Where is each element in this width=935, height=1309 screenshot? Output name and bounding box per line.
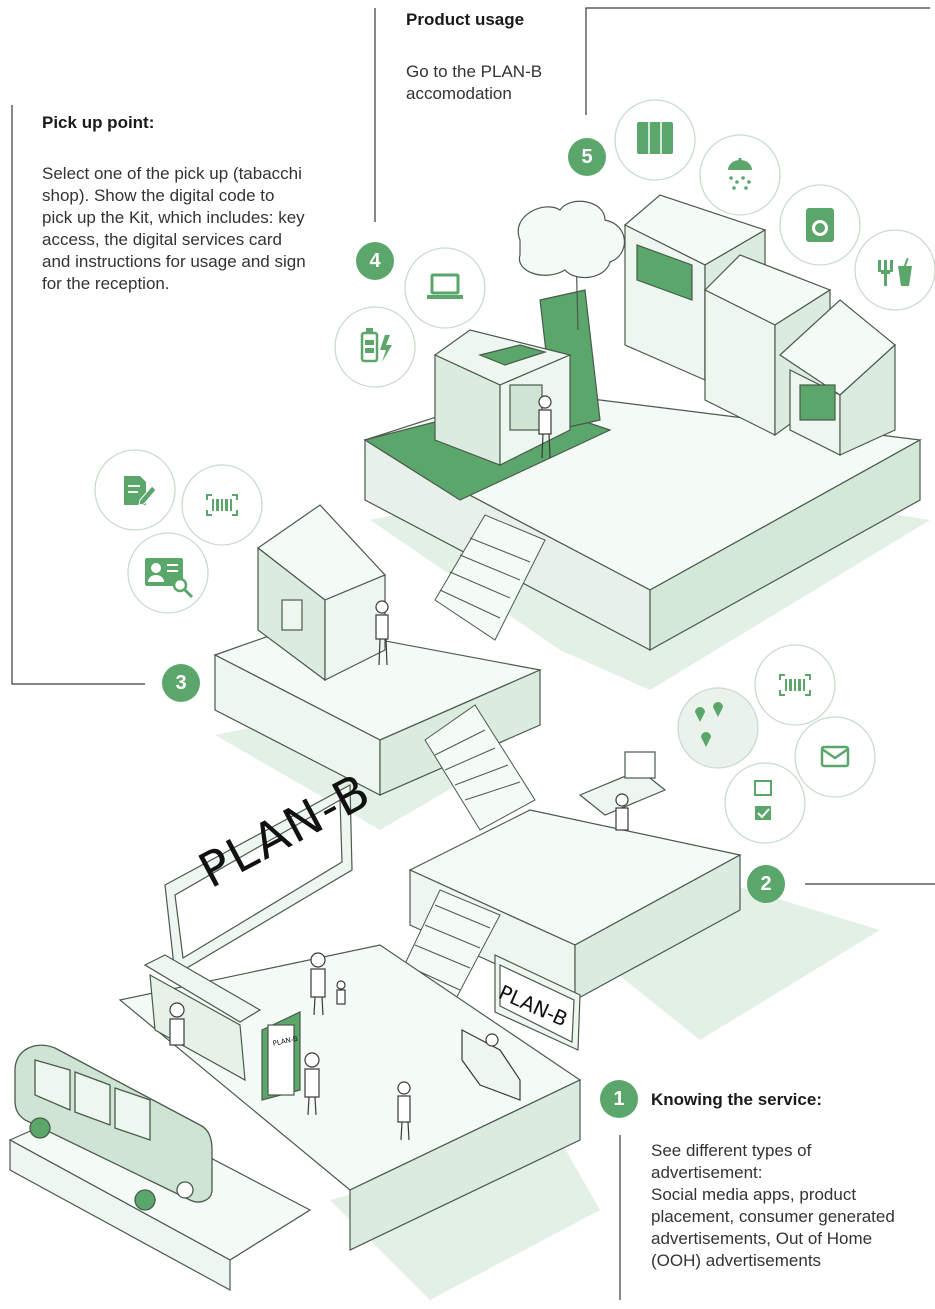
locker-icon [614,99,696,181]
step1-description: See different types of advertisement: So… [651,1141,895,1270]
billboard-small [494,954,581,1051]
checklist-icon [724,762,806,844]
step-badge-1: 1 [600,1080,638,1118]
laptop-icon [404,247,486,329]
people [169,395,629,1141]
step-badge-3: 3 [162,664,200,702]
bus [14,1044,213,1211]
step-badge-5: 5 [568,138,606,176]
barcode-icon [181,464,263,546]
step2-icons [677,644,876,844]
step3-description: Select one of the pick up (tabacchi shop… [42,164,306,293]
bus-shelter [143,954,301,1101]
step-badge-4: 4 [356,242,394,280]
battery-charging-icon [334,306,416,388]
tree [517,200,625,331]
washing-machine-icon [779,184,861,266]
stairs-upper [434,514,546,641]
step-badge-2: 2 [747,865,785,903]
service-modules [623,194,896,456]
stairs-middle [424,704,536,831]
map-pins-icon [677,687,759,769]
document-edit-icon [94,449,176,531]
step3-title: Pick up point: [42,113,155,132]
id-card-icon [127,532,209,614]
barcode-icon [754,644,836,726]
sleeping-cabin [433,329,572,466]
step5-icons [614,99,935,311]
food-drink-icon [854,229,935,311]
step5-description: Go to the PLAN-B accomodation [406,62,543,103]
step4-icons [334,247,486,388]
mail-icon [794,716,876,798]
step3-icons [94,449,263,614]
leader-lines [11,7,935,1300]
tabacchi-kiosk [256,504,387,682]
billboard-large [164,784,353,976]
step1-title: Knowing the service: [651,1090,822,1109]
shower-icon [699,134,781,216]
step5-title: Product usage [406,10,525,29]
